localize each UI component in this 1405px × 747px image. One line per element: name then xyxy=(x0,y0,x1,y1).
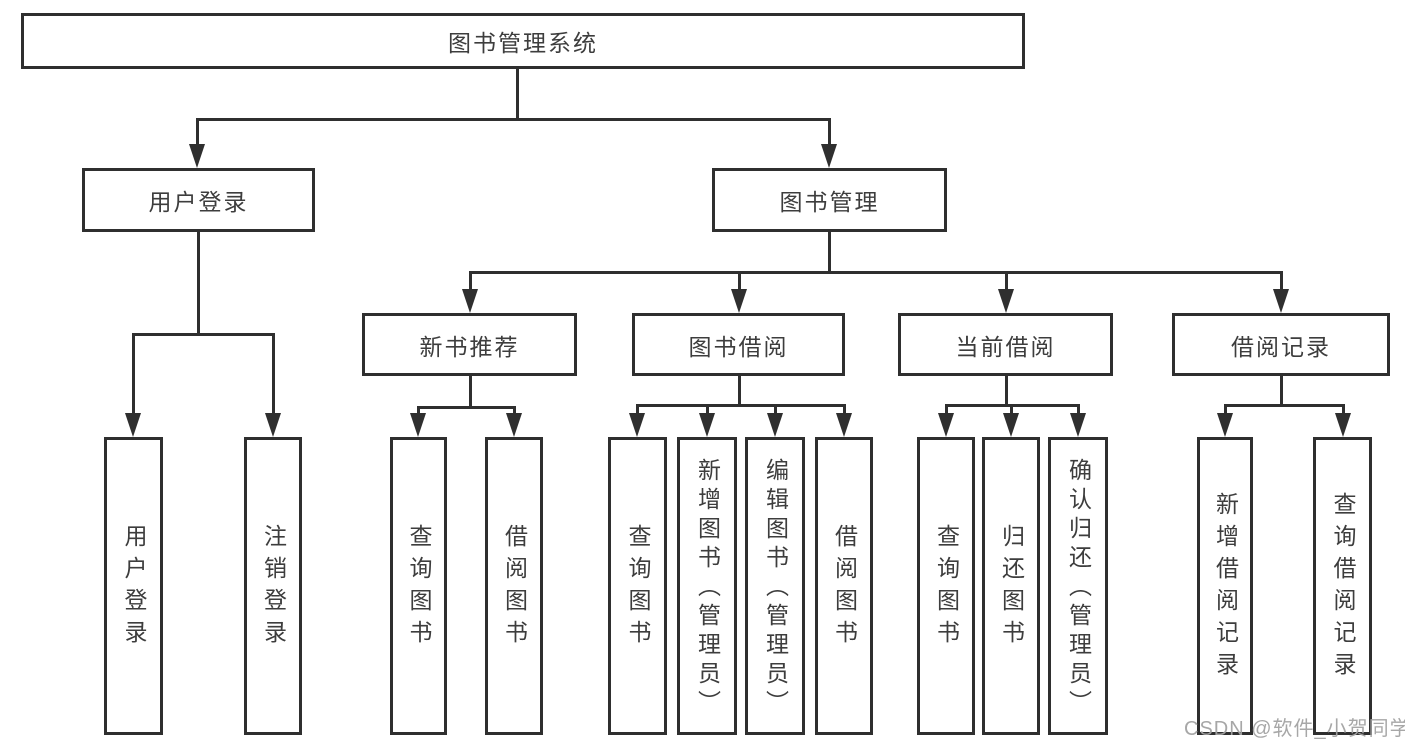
node-book-borrowing: 图书借阅 xyxy=(632,313,845,376)
leaf-br-add-record: 新增借阅记录 xyxy=(1197,437,1253,735)
connector-arrow-down xyxy=(938,413,954,437)
connector-arrow-down xyxy=(462,289,478,313)
leaf-cb-query-books: 查询图书 xyxy=(917,437,975,735)
connector-line xyxy=(1280,376,1283,407)
connector-arrow-down xyxy=(265,413,281,437)
connector-line xyxy=(272,333,275,415)
connector-line xyxy=(196,118,830,121)
connector-line xyxy=(469,376,472,409)
leaf-nb-query-books: 查询图书 xyxy=(390,437,447,735)
node-user-login: 用户登录 xyxy=(82,168,315,232)
connector-line xyxy=(738,376,741,407)
leaf-nb-borrow-books: 借阅图书 xyxy=(485,437,543,735)
connector-arrow-down xyxy=(189,144,205,168)
connector-line xyxy=(774,404,777,416)
node-book-management: 图书管理 xyxy=(712,168,947,232)
connector-line xyxy=(1005,271,1008,293)
connector-line xyxy=(1224,404,1344,407)
leaf-br-query-record: 查询借阅记录 xyxy=(1313,437,1372,735)
node-root-library-system: 图书管理系统 xyxy=(21,13,1025,69)
connector-line xyxy=(945,404,948,416)
node-new-book-recommend: 新书推荐 xyxy=(362,313,577,376)
connector-line xyxy=(1342,404,1345,416)
connector-line xyxy=(469,271,1282,274)
connector-line xyxy=(516,69,519,119)
leaf-logout: 注销登录 xyxy=(244,437,302,735)
connector-arrow-down xyxy=(1003,413,1019,437)
connector-arrow-down xyxy=(410,413,426,437)
connector-line xyxy=(828,232,831,274)
connector-line xyxy=(417,406,420,418)
connector-line xyxy=(1005,376,1008,407)
connector-arrow-down xyxy=(506,413,522,437)
connector-arrow-down xyxy=(767,413,783,437)
node-current-borrowing: 当前借阅 xyxy=(898,313,1113,376)
connector-arrow-down xyxy=(1217,413,1233,437)
connector-arrow-down xyxy=(1273,289,1289,313)
connector-line xyxy=(417,406,515,409)
leaf-bb-edit-books-admin: 编辑图书（管理员） xyxy=(745,437,805,735)
connector-arrow-down xyxy=(821,144,837,168)
connector-arrow-down xyxy=(1335,413,1351,437)
leaf-cb-return-books: 归还图书 xyxy=(982,437,1040,735)
leaf-user-login: 用户登录 xyxy=(104,437,163,735)
connector-line xyxy=(706,404,709,416)
connector-line xyxy=(1224,404,1227,416)
leaf-bb-query-books: 查询图书 xyxy=(608,437,667,735)
watermark: CSDN @软件_小贺同学 xyxy=(1184,718,1405,740)
connector-arrow-down xyxy=(1070,413,1086,437)
node-borrow-records: 借阅记录 xyxy=(1172,313,1390,376)
connector-arrow-down xyxy=(998,289,1014,313)
connector-line xyxy=(636,404,639,416)
connector-arrow-down xyxy=(836,413,852,437)
connector-line xyxy=(843,404,846,416)
connector-line xyxy=(469,271,472,293)
connector-line xyxy=(132,333,135,415)
connector-line xyxy=(513,406,516,418)
connector-line xyxy=(132,333,274,336)
connector-arrow-down xyxy=(699,413,715,437)
connector-line xyxy=(828,118,831,148)
connector-line xyxy=(196,118,199,148)
connector-arrow-down xyxy=(125,413,141,437)
leaf-cb-confirm-return-admin: 确认归还（管理员） xyxy=(1048,437,1108,735)
connector-line xyxy=(1010,404,1013,416)
connector-line xyxy=(1077,404,1080,416)
connector-line xyxy=(197,232,200,336)
connector-line xyxy=(636,404,845,407)
connector-line xyxy=(1280,271,1283,293)
leaf-bb-add-books-admin: 新增图书（管理员） xyxy=(677,437,737,735)
leaf-bb-borrow-books: 借阅图书 xyxy=(815,437,873,735)
connector-line xyxy=(738,271,741,293)
connector-arrow-down xyxy=(629,413,645,437)
connector-arrow-down xyxy=(731,289,747,313)
